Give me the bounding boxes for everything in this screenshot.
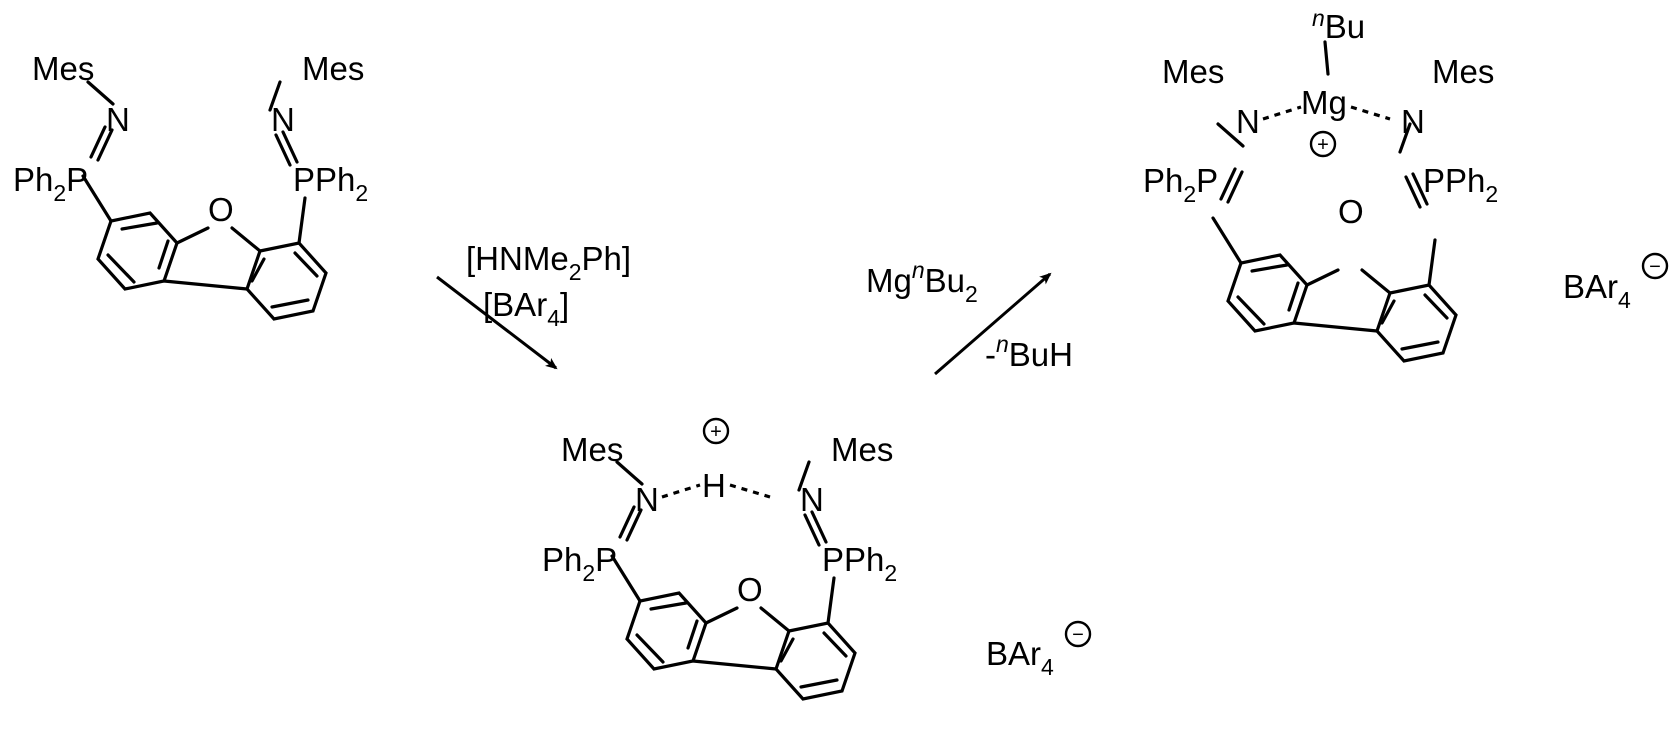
molecule-mg-complex: Mes N Ph2P Mes N PPh2 O Mg nBu + bbox=[1143, 5, 1498, 363]
n-label-left: N bbox=[635, 481, 659, 518]
svg-text:+: + bbox=[710, 421, 722, 443]
n-label-right: N bbox=[271, 101, 295, 138]
counter-ion-bar4-top: BAr4 bbox=[1563, 268, 1631, 313]
plus-charge-icon: + bbox=[1309, 130, 1337, 158]
pph2-label-right: PPh2 bbox=[1423, 162, 1498, 207]
n-label-right: N bbox=[1401, 103, 1425, 140]
o-label: O bbox=[208, 191, 234, 228]
o-label: O bbox=[737, 571, 763, 608]
pph2-label-right: PPh2 bbox=[293, 161, 368, 206]
coordination-bond-left bbox=[1262, 105, 1302, 121]
nbu-label: nBu bbox=[1312, 5, 1365, 45]
n-label-left: N bbox=[106, 101, 130, 138]
n-label-right: N bbox=[800, 481, 824, 518]
hydrogen-bond-left bbox=[661, 483, 701, 499]
pph2-label-left: Ph2P bbox=[1143, 162, 1218, 207]
mes-label-left: Mes bbox=[32, 50, 94, 87]
mes-label-right: Mes bbox=[302, 50, 364, 87]
pph2-label-left: Ph2P bbox=[542, 541, 617, 586]
svg-text:−: − bbox=[1072, 624, 1084, 646]
molecule-ligand: Mes N Ph2P Mes N PPh2 O bbox=[13, 50, 368, 321]
mes-label-right: Mes bbox=[1432, 53, 1494, 90]
molecule-protonated-ligand: Mes N Ph2P Mes N PPh2 O H + bbox=[542, 417, 897, 701]
svg-text:−: − bbox=[1649, 256, 1661, 278]
reagent-minus-nbuh: -nBuH bbox=[985, 331, 1073, 373]
mes-label-left: Mes bbox=[561, 431, 623, 468]
mes-label-left: Mes bbox=[1162, 53, 1224, 90]
n-label-left: N bbox=[1236, 103, 1260, 140]
reagent-hnme2ph: [HNMe2Ph] bbox=[466, 240, 631, 285]
coordination-bond-right bbox=[1350, 105, 1391, 121]
mes-label-right: Mes bbox=[831, 431, 893, 468]
reaction-arrow-1 bbox=[436, 275, 558, 370]
o-label: O bbox=[1338, 193, 1364, 230]
counter-ion-bar4-bottom: BAr4 bbox=[986, 635, 1054, 680]
reaction-arrow-2 bbox=[934, 272, 1052, 376]
reagent-mgbu2: MgnBu2 bbox=[866, 257, 978, 307]
reaction-step-1: [HNMe2Ph] [BAr4] bbox=[436, 240, 631, 370]
h-label: H bbox=[702, 467, 726, 504]
svg-text:+: + bbox=[1317, 134, 1329, 156]
mg-complex-skeleton bbox=[1211, 122, 1458, 363]
mg-bu-bond bbox=[1323, 40, 1330, 76]
plus-charge-icon: + bbox=[702, 417, 730, 445]
reagent-bar4: [BAr4] bbox=[483, 286, 569, 331]
reaction-step-2: MgnBu2 -nBuH bbox=[866, 257, 1073, 376]
pph2-label-right: PPh2 bbox=[822, 541, 897, 586]
minus-charge-icon-bottom: − bbox=[1064, 620, 1092, 648]
minus-charge-icon-top: − bbox=[1641, 252, 1669, 280]
hydrogen-bond-right bbox=[729, 483, 771, 499]
mg-label: Mg bbox=[1301, 84, 1347, 121]
pph2-label-left: Ph2P bbox=[13, 161, 88, 206]
